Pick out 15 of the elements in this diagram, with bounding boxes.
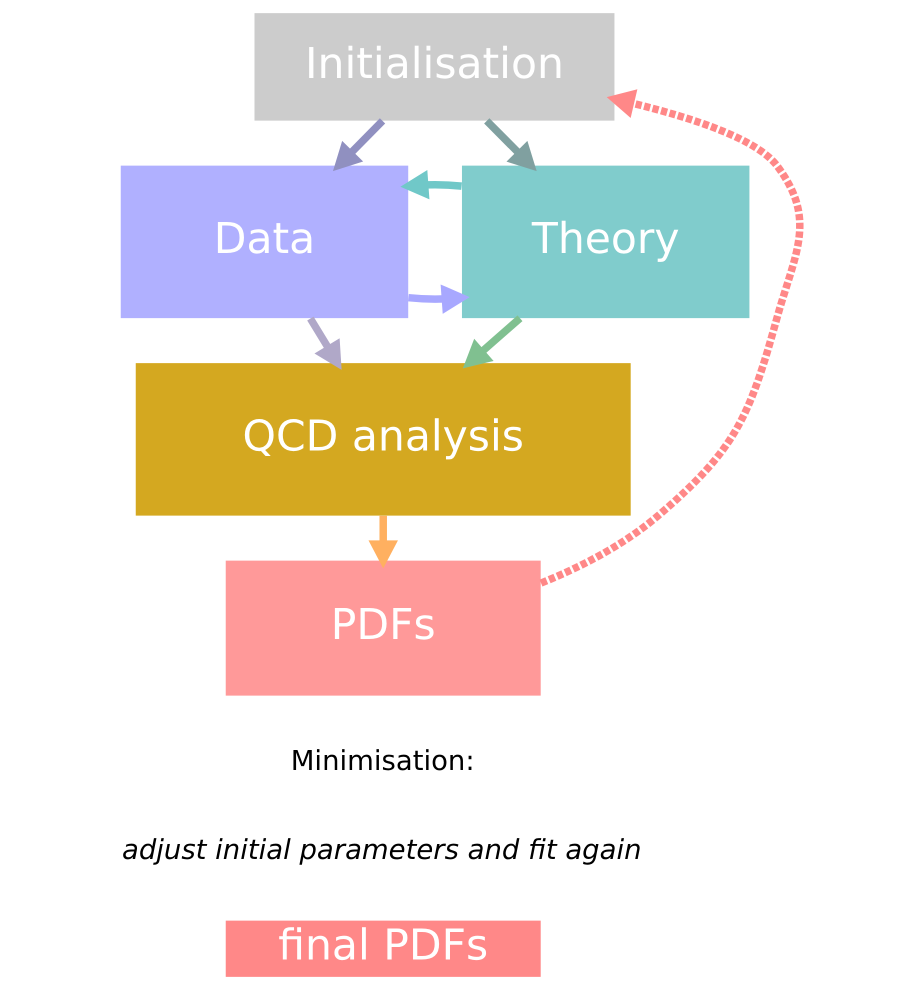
node-box: PDFs (225, 560, 540, 696)
node-box: Data (120, 166, 408, 318)
node-box: final PDFs (225, 920, 540, 977)
node-box: Theory (461, 166, 749, 318)
arrow (368, 516, 398, 568)
arrow (408, 284, 470, 314)
arrow (462, 315, 522, 368)
arrow (484, 118, 536, 172)
node-box: QCD analysis (135, 363, 630, 516)
arrow (332, 118, 385, 172)
arrow (539, 89, 803, 587)
label: adjust initial parameters and fit again (122, 834, 642, 866)
label: Minimisation: (290, 745, 474, 778)
arrow (400, 170, 462, 200)
arrow (306, 316, 342, 370)
